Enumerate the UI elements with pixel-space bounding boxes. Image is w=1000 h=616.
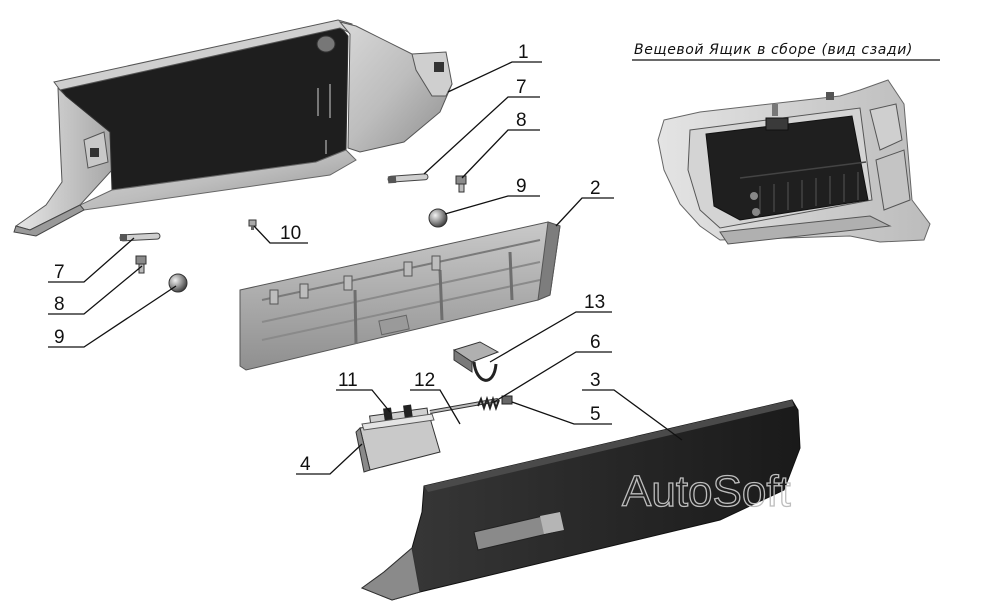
callouts: 1 2 3 4 5 6 7 7 8 8 9 9 10 11 12 13	[54, 42, 605, 475]
part-4-handle	[355, 413, 441, 473]
part-2-inner-panel	[239, 221, 561, 371]
inset-title: Вещевой Ящик в сборе (вид сзади)	[634, 42, 913, 58]
inset-assembly-view	[657, 79, 931, 245]
leader-7b	[48, 237, 135, 283]
part-8-stud-right	[455, 175, 467, 193]
callout-12: 12	[414, 370, 435, 391]
callout-7b: 7	[54, 262, 65, 283]
part-5-end-cap	[501, 395, 513, 405]
callout-4: 4	[300, 454, 311, 475]
callout-7a: 7	[516, 77, 527, 98]
leader-lines	[48, 59, 940, 475]
callout-10: 10	[280, 223, 301, 244]
callout-6: 6	[590, 332, 601, 353]
callout-3: 3	[590, 370, 601, 391]
callout-9b: 9	[54, 327, 65, 348]
callout-8a: 8	[516, 110, 527, 131]
part-9-ball-right	[428, 208, 448, 228]
leader-10	[253, 225, 308, 244]
callout-11: 11	[338, 370, 358, 391]
leader-6	[493, 351, 612, 403]
callout-13: 13	[584, 292, 605, 313]
part-3-lid	[360, 399, 801, 601]
leader-9a	[444, 195, 540, 215]
leader-7a	[423, 96, 540, 175]
part-10-clip	[248, 219, 257, 230]
leader-12	[410, 389, 461, 425]
leader-8b	[48, 265, 143, 315]
leader-3	[582, 389, 683, 441]
part-6-spring	[477, 395, 500, 412]
leader-8a	[461, 129, 540, 179]
leader-5	[511, 401, 612, 425]
callout-8b: 8	[54, 294, 65, 315]
leader-1	[447, 61, 542, 93]
watermark-autosoft: AutoSoft	[622, 467, 791, 516]
part-7-pin-right	[387, 173, 429, 184]
callout-9a: 9	[516, 176, 527, 197]
part-1-tray	[13, 19, 453, 237]
part-13-bracket	[452, 341, 500, 382]
callout-2: 2	[590, 178, 601, 199]
callout-1: 1	[518, 42, 529, 63]
callout-5: 5	[590, 404, 601, 425]
leader-4	[296, 443, 363, 475]
leader-9b	[48, 285, 177, 348]
leader-11	[336, 389, 391, 413]
part-7-pin-left	[119, 232, 161, 242]
leader-13	[489, 311, 612, 363]
leader-2	[555, 197, 614, 227]
